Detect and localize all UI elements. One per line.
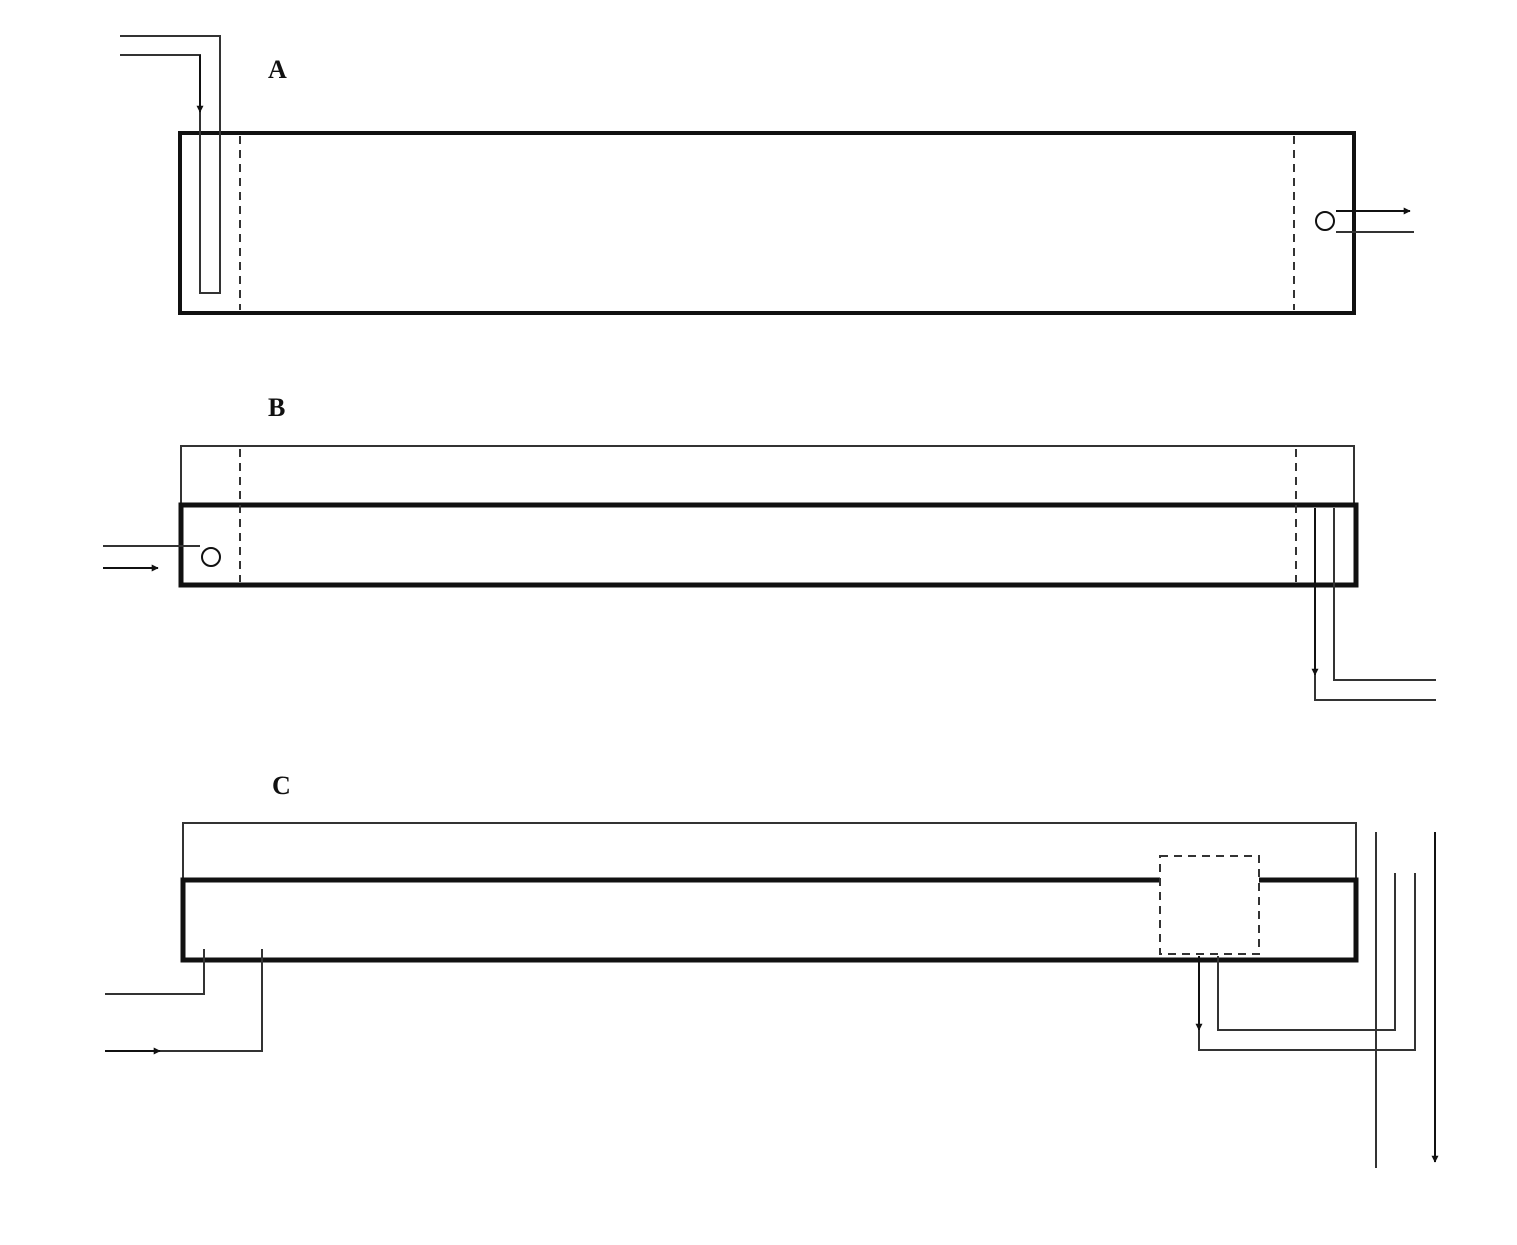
panel-a: A (120, 35, 1414, 315)
panel-c-label: C (272, 771, 291, 800)
panel-a-channel (178, 131, 1356, 315)
panel-c-outlet-pipe-outer (1198, 873, 1416, 1051)
panel-b-label: B (268, 393, 285, 422)
panel-c-inlet-pipe-lower (105, 949, 263, 1052)
panel-b-upper-outline (180, 445, 1355, 505)
panel-c-outlet-pipe-inner (1217, 873, 1396, 1031)
panel-c-collector (1159, 855, 1260, 955)
panel-c-channel (180, 877, 1359, 963)
panel-b-inlet-port (201, 547, 221, 567)
panel-a-inlet-pipe (120, 35, 221, 294)
panel-c: C (105, 771, 1439, 1168)
panel-c-upper-outline (182, 822, 1357, 880)
panel-b-outlet-pipe-outer (1314, 675, 1436, 701)
panel-b-outlet-pipe-inner (1333, 508, 1436, 681)
panel-a-label: A (268, 55, 287, 84)
panel-c-inlet-pipe-upper (105, 949, 205, 995)
panel-b: B (103, 393, 1436, 701)
panel-b-channel (178, 502, 1359, 588)
panel-a-outlet-port (1315, 211, 1335, 231)
